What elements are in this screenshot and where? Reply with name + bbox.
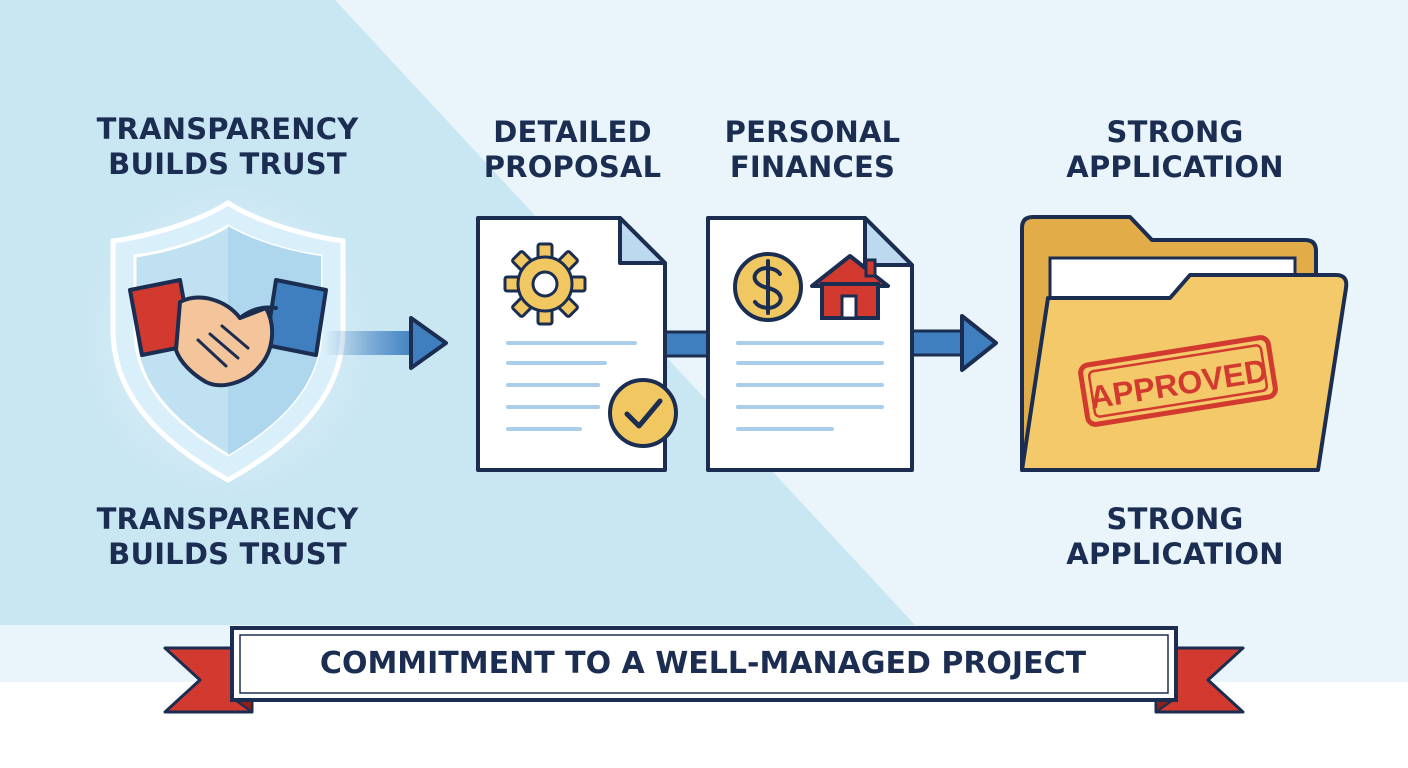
- trust-shield: [78, 180, 378, 500]
- label-strong-application-top: STRONG APPLICATION: [1020, 115, 1330, 185]
- arrow-right-icon: [325, 316, 448, 370]
- label-line: BUILDS TRUST: [108, 537, 347, 571]
- label-line: DETAILED: [493, 115, 652, 149]
- connector-bar: [660, 330, 712, 358]
- text-lines: [506, 341, 637, 431]
- label-strong-application-bottom: STRONG APPLICATION: [1020, 502, 1330, 572]
- label-line: STRONG: [1106, 502, 1244, 536]
- label-line: PROPOSAL: [483, 150, 662, 184]
- label-line: PERSONAL: [724, 115, 901, 149]
- dollar-icon: [733, 252, 803, 322]
- finances-document: [706, 216, 914, 472]
- label-transparency-builds-trust-bottom: TRANSPARENCY BUILDS TRUST: [60, 502, 395, 572]
- label-line: FINANCES: [729, 150, 896, 184]
- arrow-right-icon: [908, 314, 998, 372]
- text-lines: [736, 341, 884, 431]
- gear-icon: [503, 242, 587, 326]
- label-line: APPLICATION: [1066, 537, 1284, 571]
- label-line: STRONG: [1106, 115, 1244, 149]
- label-line: TRANSPARENCY: [96, 112, 359, 146]
- label-line: TRANSPARENCY: [96, 502, 359, 536]
- checkmark-icon: [608, 378, 678, 448]
- ribbon-banner: [163, 626, 1245, 714]
- house-icon: [810, 254, 890, 320]
- label-detailed-proposal: DETAILED PROPOSAL: [450, 115, 695, 185]
- label-line: APPLICATION: [1066, 150, 1284, 184]
- folder-icon: APPROVED: [1020, 215, 1349, 472]
- banner-text: COMMITMENT TO A WELL-MANAGED PROJECT: [319, 646, 1087, 681]
- label-line: BUILDS TRUST: [108, 147, 347, 181]
- proposal-document: [476, 216, 678, 472]
- label-personal-finances: PERSONAL FINANCES: [690, 115, 935, 185]
- label-transparency-builds-trust-top: TRANSPARENCY BUILDS TRUST: [60, 112, 395, 182]
- handshake-icon: [128, 278, 328, 388]
